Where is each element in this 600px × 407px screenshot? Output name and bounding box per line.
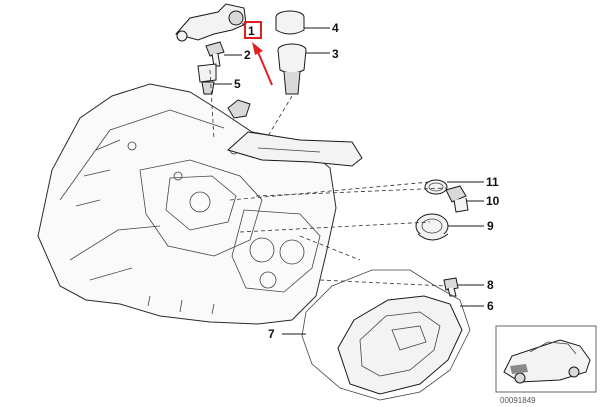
- shift-lever-assembly: [227, 131, 363, 167]
- part-11-seal-ring-inner: [428, 182, 444, 192]
- callout-10: 10: [486, 194, 500, 208]
- reference-code: 00091849: [500, 396, 536, 405]
- callout-8: 8: [487, 278, 494, 292]
- highlight-box: [244, 21, 262, 39]
- callout-5: 5: [234, 77, 241, 91]
- callout-7: 7: [268, 327, 275, 341]
- callout-6: 6: [487, 299, 494, 313]
- part-3-bushing: [277, 43, 307, 95]
- part-7-gasket: [301, 269, 471, 401]
- transmission-housing: [37, 83, 337, 325]
- callout-1: 1: [248, 24, 255, 38]
- part-11-seal-ring: [424, 179, 448, 195]
- part-9-shaft-seal: [415, 213, 449, 241]
- highlight-arrow: [257, 51, 273, 86]
- part-10-plug: [445, 185, 469, 213]
- highlight-arrowhead: [252, 42, 263, 55]
- callout-9: 9: [487, 219, 494, 233]
- car-wheel-front-icon: [514, 372, 526, 384]
- part-2-screw: [205, 41, 225, 67]
- highlight-marker: [244, 21, 273, 86]
- part-1-selector-lever: [175, 3, 247, 42]
- vehicle-thumbnail: [495, 325, 597, 393]
- car-wheel-rear-icon: [568, 366, 580, 378]
- part-4-cap: [275, 10, 305, 35]
- callout-11: 11: [486, 175, 499, 189]
- part-6-cover: [337, 295, 463, 395]
- callout-3: 3: [332, 47, 339, 61]
- part-5-switch: [197, 63, 217, 95]
- callout-4: 4: [332, 21, 339, 35]
- part-8-bolt: [443, 277, 459, 297]
- callout-2: 2: [244, 48, 251, 62]
